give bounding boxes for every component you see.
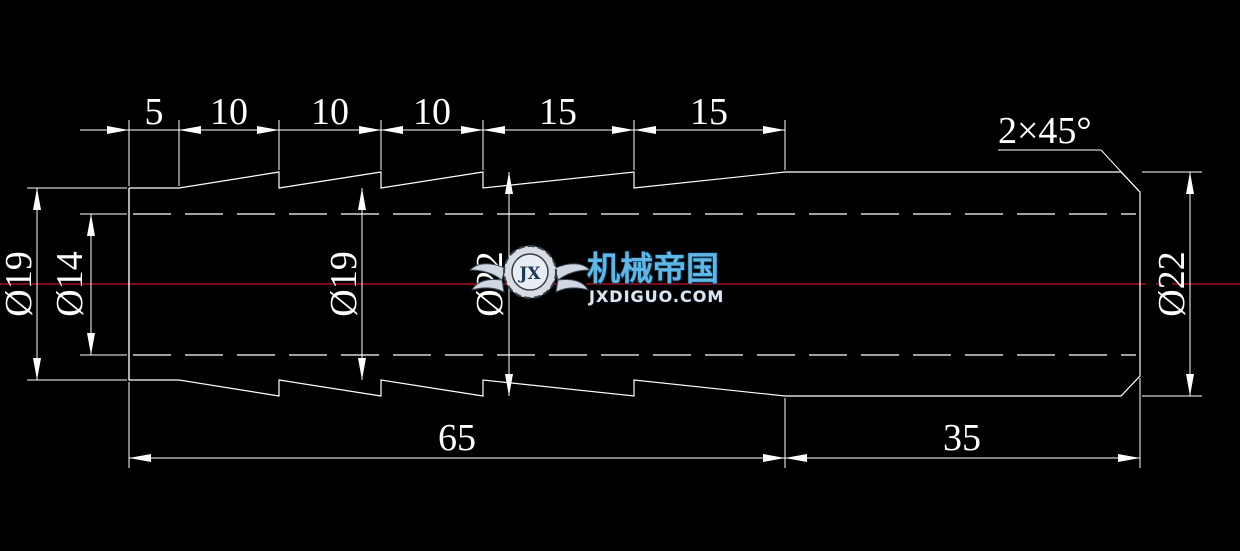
dim-bottom-1: 65	[438, 417, 476, 459]
dim-left-inner-label: Ø14	[49, 251, 91, 316]
dim-left-inner	[80, 213, 127, 356]
dim-mid	[358, 188, 366, 380]
dim-top-2: 10	[210, 91, 248, 133]
wing-icon	[468, 263, 592, 293]
gear-icon	[503, 245, 557, 299]
dim-top-4: 10	[413, 91, 451, 133]
chamfer-leader	[998, 149, 1139, 191]
dim-top-1: 5	[145, 91, 164, 133]
dim-left-outer-label: Ø19	[0, 251, 40, 316]
watermark-logo: JX 机械帝国 JXDIGUO.COM	[468, 245, 724, 306]
bottom-dimension-chain	[128, 378, 1141, 468]
top-dimension-chain	[80, 120, 786, 186]
watermark-brand-cn: 机械帝国	[587, 249, 719, 288]
dim-top-3: 10	[311, 91, 349, 133]
dim-left-outer	[27, 187, 127, 381]
dim-bottom-2: 35	[943, 417, 981, 459]
dim-right-label: Ø22	[1151, 251, 1193, 316]
dim-top-6: 15	[690, 91, 728, 133]
dim-mid-label: Ø19	[323, 251, 365, 316]
part-outline-top	[128, 171, 1141, 397]
dim-top-5: 15	[539, 91, 577, 133]
watermark-brand-en: JXDIGUO.COM	[588, 287, 724, 306]
watermark-emblem-letters: JX	[517, 264, 541, 284]
chamfer-label: 2×45°	[998, 110, 1092, 152]
dim-right	[1142, 171, 1202, 397]
